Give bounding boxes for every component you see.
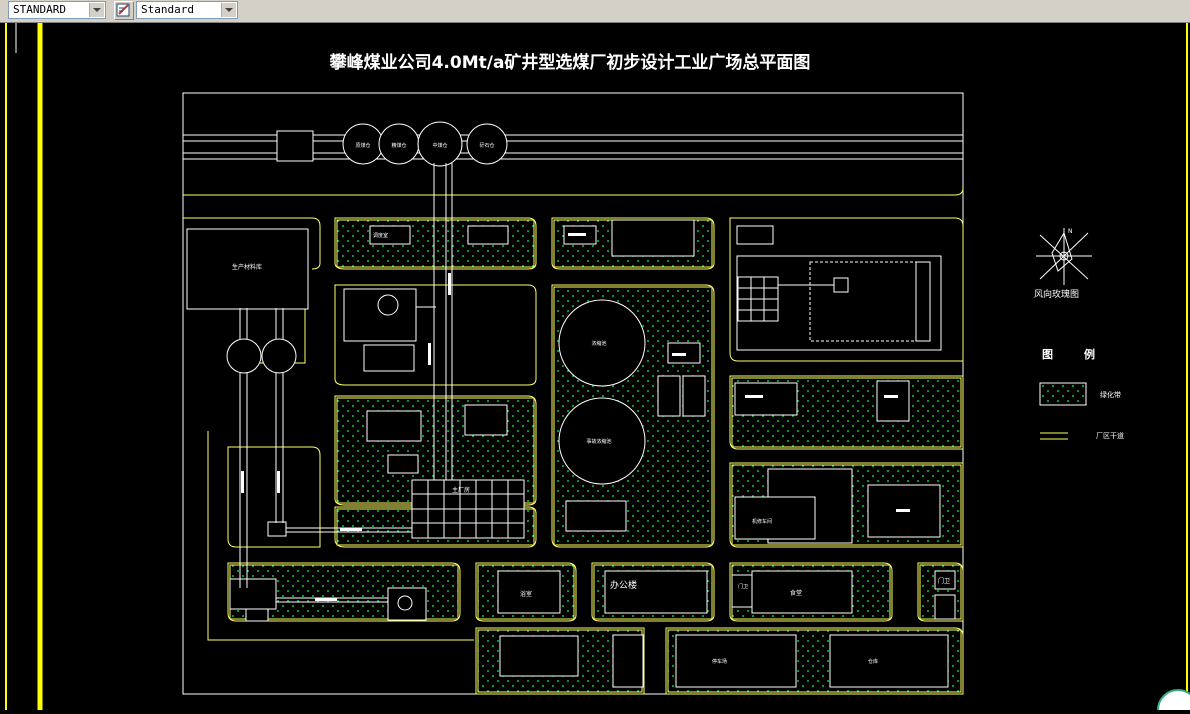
chevron-down-icon[interactable] xyxy=(89,3,104,17)
compass-label: 风向玫瑰图 xyxy=(1034,288,1079,300)
dimension-style-value: STANDARD xyxy=(13,3,66,16)
gate-b-label: 门卫 xyxy=(938,577,950,585)
legend-title-right: 例 xyxy=(1084,347,1095,361)
north-mark: N xyxy=(1068,228,1073,235)
legend-road-label: 厂区干道 xyxy=(1096,431,1124,440)
building-main-left xyxy=(186,228,309,310)
chevron-down-icon[interactable] xyxy=(221,3,236,17)
logo-icon xyxy=(1157,689,1190,714)
dispatch-label: 调度室 xyxy=(373,232,388,239)
concentrator-2-label: 事故浓缩池 xyxy=(586,438,611,445)
gate-a-label: 门卫 xyxy=(738,583,748,590)
parking-label: 停车场 xyxy=(712,658,727,665)
bath-label: 浴室 xyxy=(520,590,532,598)
canteen-label: 食堂 xyxy=(790,589,802,597)
dimension-style-combo[interactable]: STANDARD xyxy=(8,1,106,19)
silo-3-label: 中煤仓 xyxy=(432,142,447,149)
concentrator-1-label: 浓缩池 xyxy=(591,340,606,347)
right-top-complex xyxy=(736,255,942,351)
legend-title-left: 图 xyxy=(1042,348,1053,361)
silo-4 xyxy=(466,123,508,165)
drawing-title: 攀峰煤业公司4.0Mt/a矿井型选煤厂初步设计工业广场总平面图 xyxy=(329,52,811,73)
silo-2-label: 精煤仓 xyxy=(391,142,406,149)
toolbar: STANDARD Standard xyxy=(0,0,1190,23)
compass-icon xyxy=(1036,228,1092,285)
repair-label: 机修车间 xyxy=(752,518,772,525)
silo-4-label: 矸石仓 xyxy=(479,142,494,149)
drawing-canvas[interactable]: 攀峰煤业公司4.0Mt/a矿井型选煤厂初步设计工业广场总平面图 原煤仓 精煤仓 … xyxy=(0,23,1190,714)
building-tags xyxy=(568,233,910,512)
text-style-icon[interactable] xyxy=(114,1,134,20)
warehouse-label: 生产材料库 xyxy=(232,263,262,271)
silo-1-label: 原煤仓 xyxy=(355,142,370,149)
right-warehouse-label: 仓库 xyxy=(868,658,878,665)
office-label: 办公楼 xyxy=(610,579,637,591)
site-plan: 攀峰煤业公司4.0Mt/a矿井型选煤厂初步设计工业广场总平面图 原煤仓 精煤仓 … xyxy=(5,23,1190,714)
silo-3 xyxy=(417,121,463,167)
loading-station xyxy=(276,130,314,162)
text-style-combo[interactable]: Standard xyxy=(136,1,238,19)
legend-green-label: 绿化带 xyxy=(1100,390,1121,399)
conveyor-markers xyxy=(241,273,451,601)
legend-green-swatch xyxy=(1039,382,1087,406)
text-style-value: Standard xyxy=(141,3,194,16)
main-building-label: 主厂房 xyxy=(452,486,470,494)
round-structures xyxy=(226,294,646,611)
silo-row xyxy=(342,121,508,167)
main-building xyxy=(411,479,525,539)
